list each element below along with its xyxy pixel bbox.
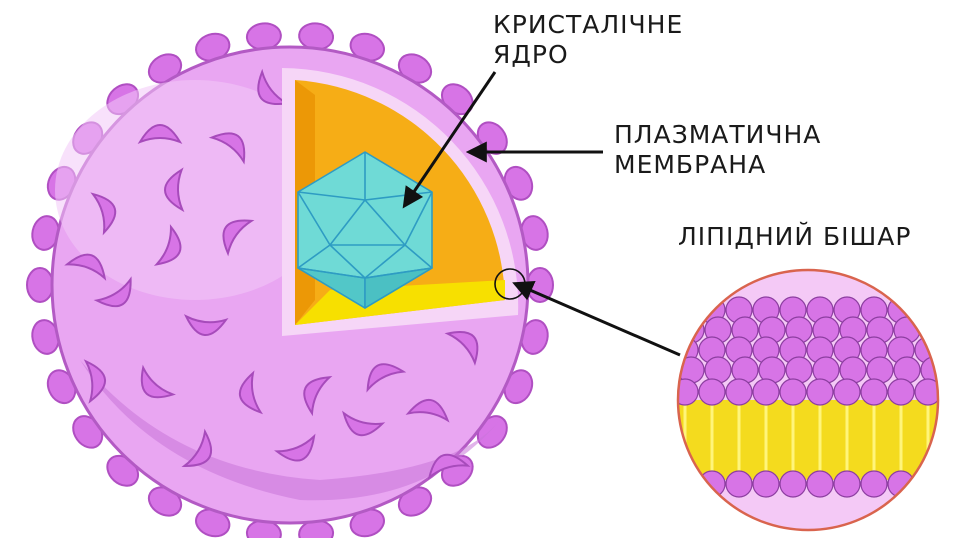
- arrow-core: [402, 71, 497, 209]
- lipid-head: [779, 378, 807, 406]
- glycoprotein-mark: [342, 410, 386, 437]
- arrow-bilayer: [512, 281, 681, 357]
- glycoprotein-mark: [93, 276, 132, 308]
- lipid-head: [914, 378, 938, 406]
- label-core-line1: КРИСТАЛІЧНЕ: [493, 10, 684, 39]
- lipid-head: [725, 470, 753, 498]
- glycoprotein-mark: [90, 192, 117, 236]
- glycoprotein-mark: [208, 132, 246, 165]
- label-membrane-line1: ПЛАЗМАТИЧНА: [614, 120, 822, 149]
- lipid-head: [806, 470, 834, 498]
- lipid-head: [678, 378, 699, 406]
- glycoprotein-mark: [444, 331, 479, 366]
- label-core-line2: ЯДРО: [493, 40, 569, 69]
- lipid-head: [887, 470, 915, 498]
- glycoprotein-mark: [238, 370, 264, 415]
- lipid-head: [752, 378, 780, 406]
- glycoprotein-mark: [83, 359, 106, 404]
- lipid-head: [678, 296, 699, 324]
- lipid-head: [678, 470, 699, 498]
- lipid-bilayer-zoom: [678, 270, 938, 530]
- zoom-border: [676, 268, 940, 532]
- glycoprotein-mark: [405, 398, 450, 423]
- glycoprotein-mark: [274, 433, 316, 462]
- lipid-head: [860, 470, 888, 498]
- lipid-head: [914, 296, 938, 324]
- lipid-head: [678, 316, 705, 344]
- lipid-head: [860, 378, 888, 406]
- label-lipid-bilayer: ЛІПІДНИЙ БІШАР: [678, 222, 912, 251]
- glycoprotein-mark: [183, 314, 229, 336]
- surface-glycoproteins: [64, 68, 479, 480]
- lipid-head: [914, 470, 938, 498]
- glycoprotein-mark: [64, 253, 107, 281]
- lipid-head: [806, 378, 834, 406]
- label-crystalline-core: КРИСТАЛІЧНЕ ЯДРО: [493, 10, 683, 70]
- crystalline-core: [297, 151, 433, 309]
- lipid-head: [752, 470, 780, 498]
- glycoprotein-mark: [153, 224, 182, 266]
- spike: [26, 267, 54, 303]
- lipid-head: [779, 470, 807, 498]
- label-membrane-line2: МЕМБРАНА: [614, 150, 767, 179]
- lipid-head: [725, 378, 753, 406]
- glycoprotein-mark: [303, 376, 333, 417]
- lipid-head: [887, 378, 915, 406]
- glycoprotein-mark: [164, 167, 185, 213]
- glycoprotein-mark: [222, 219, 255, 257]
- glycoprotein-mark: [257, 68, 290, 106]
- glycoprotein-mark: [366, 363, 407, 393]
- lipid-head: [920, 316, 938, 344]
- glycoprotein-mark: [427, 453, 471, 480]
- glycoprotein-mark: [140, 364, 176, 399]
- lipid-head: [833, 470, 861, 498]
- label-plasma-membrane: ПЛАЗМАТИЧНА МЕМБРАНА: [614, 120, 821, 180]
- glycoprotein-mark: [181, 428, 213, 467]
- virus-body-highlight: [55, 80, 335, 300]
- lipid-head: [833, 378, 861, 406]
- glycoprotein-mark: [137, 124, 183, 145]
- lipid-head: [698, 378, 726, 406]
